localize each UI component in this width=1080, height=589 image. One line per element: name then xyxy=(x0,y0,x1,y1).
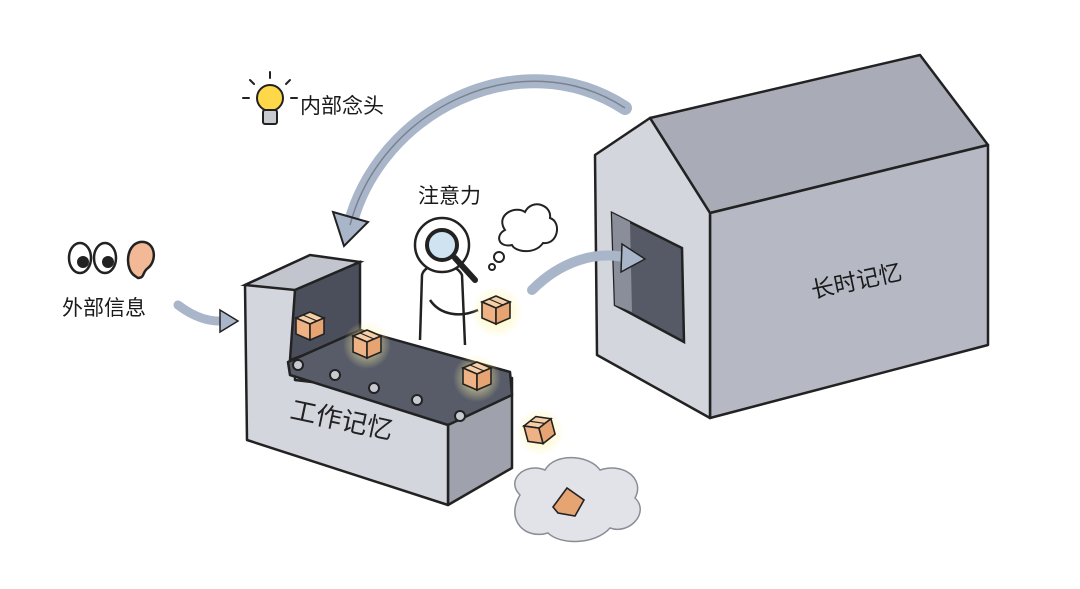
box-icon-held xyxy=(481,295,511,325)
attention-person xyxy=(413,216,479,346)
conveyor-rollers xyxy=(292,359,466,422)
eyes-icon xyxy=(67,241,118,275)
box-icon-highlighted xyxy=(462,361,492,391)
internal-thought-label: 内部念头 xyxy=(300,94,384,118)
external-info-label: 外部信息 xyxy=(62,296,146,320)
box-icon-highlighted xyxy=(352,329,382,359)
box-icon-lost xyxy=(551,486,586,517)
internal-thought-arrow xyxy=(343,74,632,232)
magnifier-icon xyxy=(452,255,478,283)
thought-cloud-icon xyxy=(488,203,559,271)
ear-icon xyxy=(126,240,156,280)
lightbulb-icon xyxy=(242,71,298,125)
attention-label: 注意力 xyxy=(418,184,481,208)
encode-arrow xyxy=(527,250,633,295)
long-term-memory-building xyxy=(593,53,990,420)
external-info-arrow xyxy=(173,300,230,326)
box-icon xyxy=(295,311,325,341)
